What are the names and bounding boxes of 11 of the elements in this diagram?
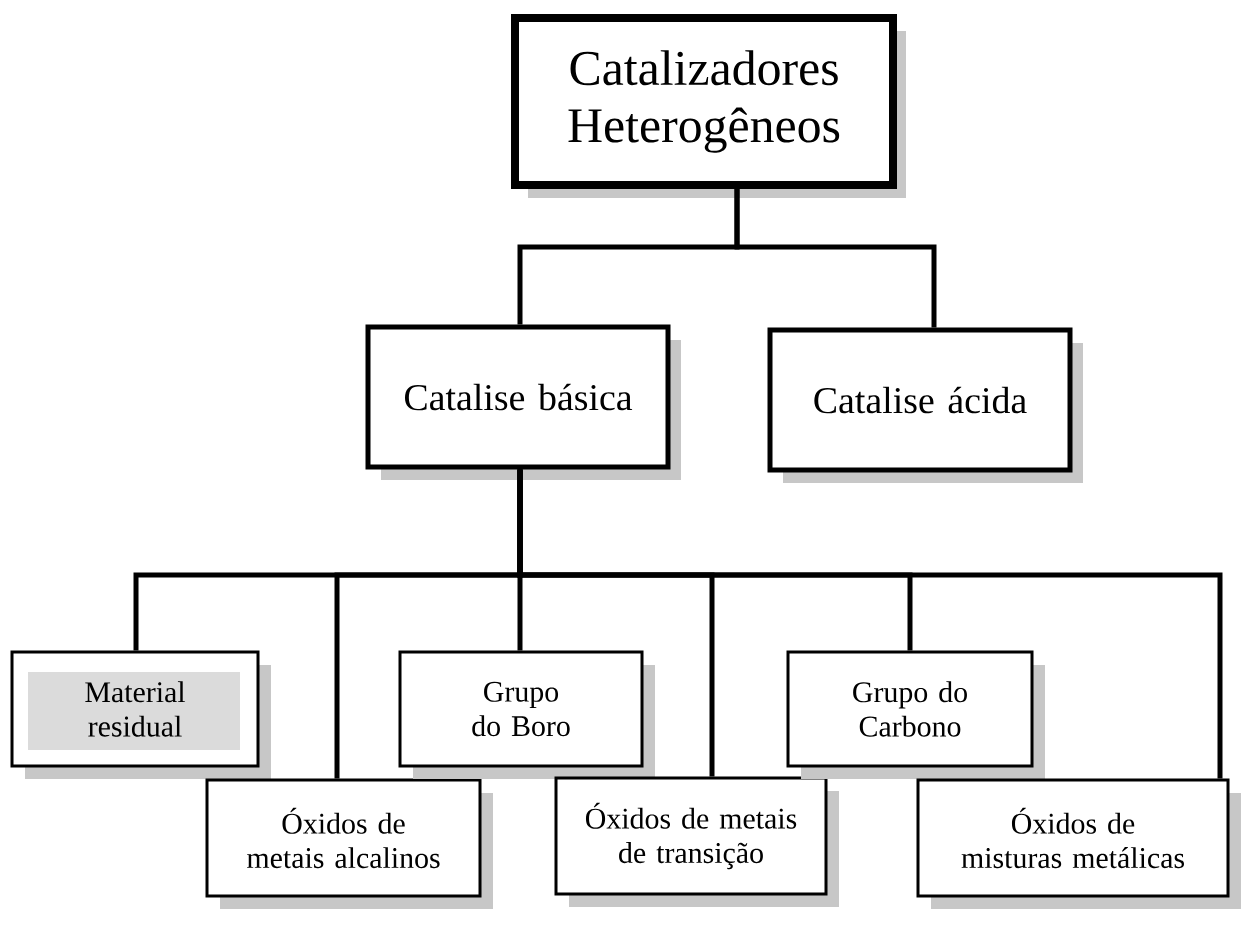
process-box: Catalise básica (365, 324, 681, 480)
process-box: Catalizadores Heterogêneos (511, 14, 906, 198)
process-box: Óxidos de misturas metálicas (916, 778, 1241, 909)
process-box: Material residual (10, 650, 271, 779)
process-box: Óxidos de metais de transição (554, 776, 839, 907)
process-box: Grupo do Carbono (786, 650, 1045, 779)
connector-line (517, 469, 1223, 779)
process-box: Grupo do Boro (398, 650, 655, 779)
connector-line (734, 189, 937, 328)
process-box: Óxidos de metais alcalinos (205, 778, 493, 909)
process-box: Catalise ácida (767, 327, 1083, 483)
